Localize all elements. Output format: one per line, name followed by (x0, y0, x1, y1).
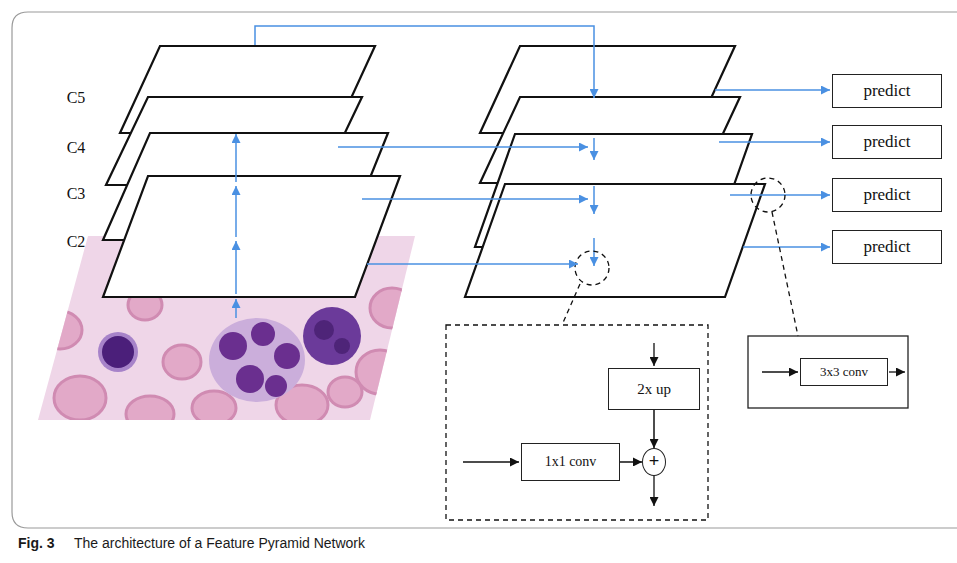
nucleus-lobe (251, 322, 275, 346)
merge-detail-box (446, 325, 708, 520)
zoom-leader (772, 212, 798, 336)
output-arrow (889, 371, 905, 372)
lateral-arrow (338, 146, 588, 148)
zoom-circle (575, 251, 609, 285)
nucleus-lobe (274, 343, 300, 369)
cell-granule (334, 338, 350, 354)
figure-frame (12, 12, 957, 528)
nucleus-lobe (219, 332, 247, 360)
layer-label: C3 (67, 185, 86, 203)
lymphocyte (102, 336, 134, 368)
predict-arrow (730, 194, 830, 196)
input-arrow (762, 371, 798, 372)
top-down-arrow (593, 238, 595, 266)
predict-arrow (719, 141, 830, 143)
output-layer (475, 134, 752, 247)
lateral-arrow (362, 198, 588, 200)
box-label: + (649, 452, 660, 472)
layer-label: C5 (67, 89, 86, 107)
predict-box: predict (832, 230, 942, 264)
red-cell (54, 376, 106, 420)
flow-arrow (235, 186, 237, 237)
predict-box: predict (832, 125, 942, 159)
smoothing-detail-box (748, 336, 908, 408)
nucleus-lobe (265, 375, 287, 397)
input-arrow (463, 461, 519, 462)
sum-circle: + (642, 448, 666, 476)
box-label: 1x1 conv (545, 454, 597, 469)
zoom-callouts (446, 178, 798, 520)
red-blood-cells (38, 288, 414, 432)
predict-box: predict (832, 74, 942, 108)
conv-box: 3x3 conv (800, 358, 888, 386)
cell-granule (314, 320, 334, 340)
input-arrow (653, 343, 654, 366)
box-label: 3x3 conv (820, 365, 868, 379)
zoom-circle (751, 178, 785, 212)
nucleus-lobe (236, 365, 264, 393)
predict-arrow (743, 246, 830, 248)
layer-outline (103, 176, 400, 297)
box-label: predict (863, 238, 910, 257)
conv-box: 1x1 conv (521, 443, 620, 481)
top-down-arrow (593, 138, 595, 160)
red-cell (370, 288, 414, 328)
flow-arrow (235, 241, 237, 294)
flow-arrow (620, 461, 642, 463)
neutrophil-body (209, 318, 305, 402)
output-layer (465, 184, 765, 297)
zoom-leader (562, 284, 580, 325)
lateral-arrows (236, 147, 588, 318)
figure-caption: The architecture of a Feature Pyramid Ne… (74, 535, 365, 552)
feature-map-layer: C2 (103, 176, 400, 297)
flow-arrow (653, 410, 655, 448)
red-cell (276, 385, 328, 425)
flow-arrow (235, 134, 237, 182)
red-cell (192, 391, 236, 425)
figure-number: Fig. 3 (18, 535, 55, 552)
red-cell (356, 350, 404, 394)
layer-label: C2 (67, 233, 86, 251)
box-label: predict (863, 82, 910, 101)
purple-cell (303, 307, 361, 365)
neutrophil-lobes (219, 322, 300, 397)
predict-arrow (715, 89, 830, 91)
output-layer (480, 97, 740, 183)
red-cell (328, 377, 362, 407)
detail-arrows (463, 343, 905, 506)
cell-halo (98, 332, 138, 372)
layer-parallelogram (103, 176, 400, 297)
upsample-box: 2x up (608, 368, 700, 410)
box-label: predict (863, 133, 910, 152)
top-down-arrow (593, 186, 595, 214)
box-label: 2x up (637, 381, 671, 398)
lateral-arrow (367, 263, 578, 265)
image-input-arrow (235, 299, 237, 318)
red-cell (38, 311, 82, 349)
layer-label: C4 (67, 139, 86, 157)
red-cell (126, 396, 174, 432)
red-cell (163, 345, 201, 379)
output-arrow (653, 475, 654, 506)
predict-box: predict (832, 178, 942, 212)
output-layer (480, 46, 735, 133)
box-label: predict (863, 186, 910, 205)
output-pyramid (465, 46, 765, 297)
